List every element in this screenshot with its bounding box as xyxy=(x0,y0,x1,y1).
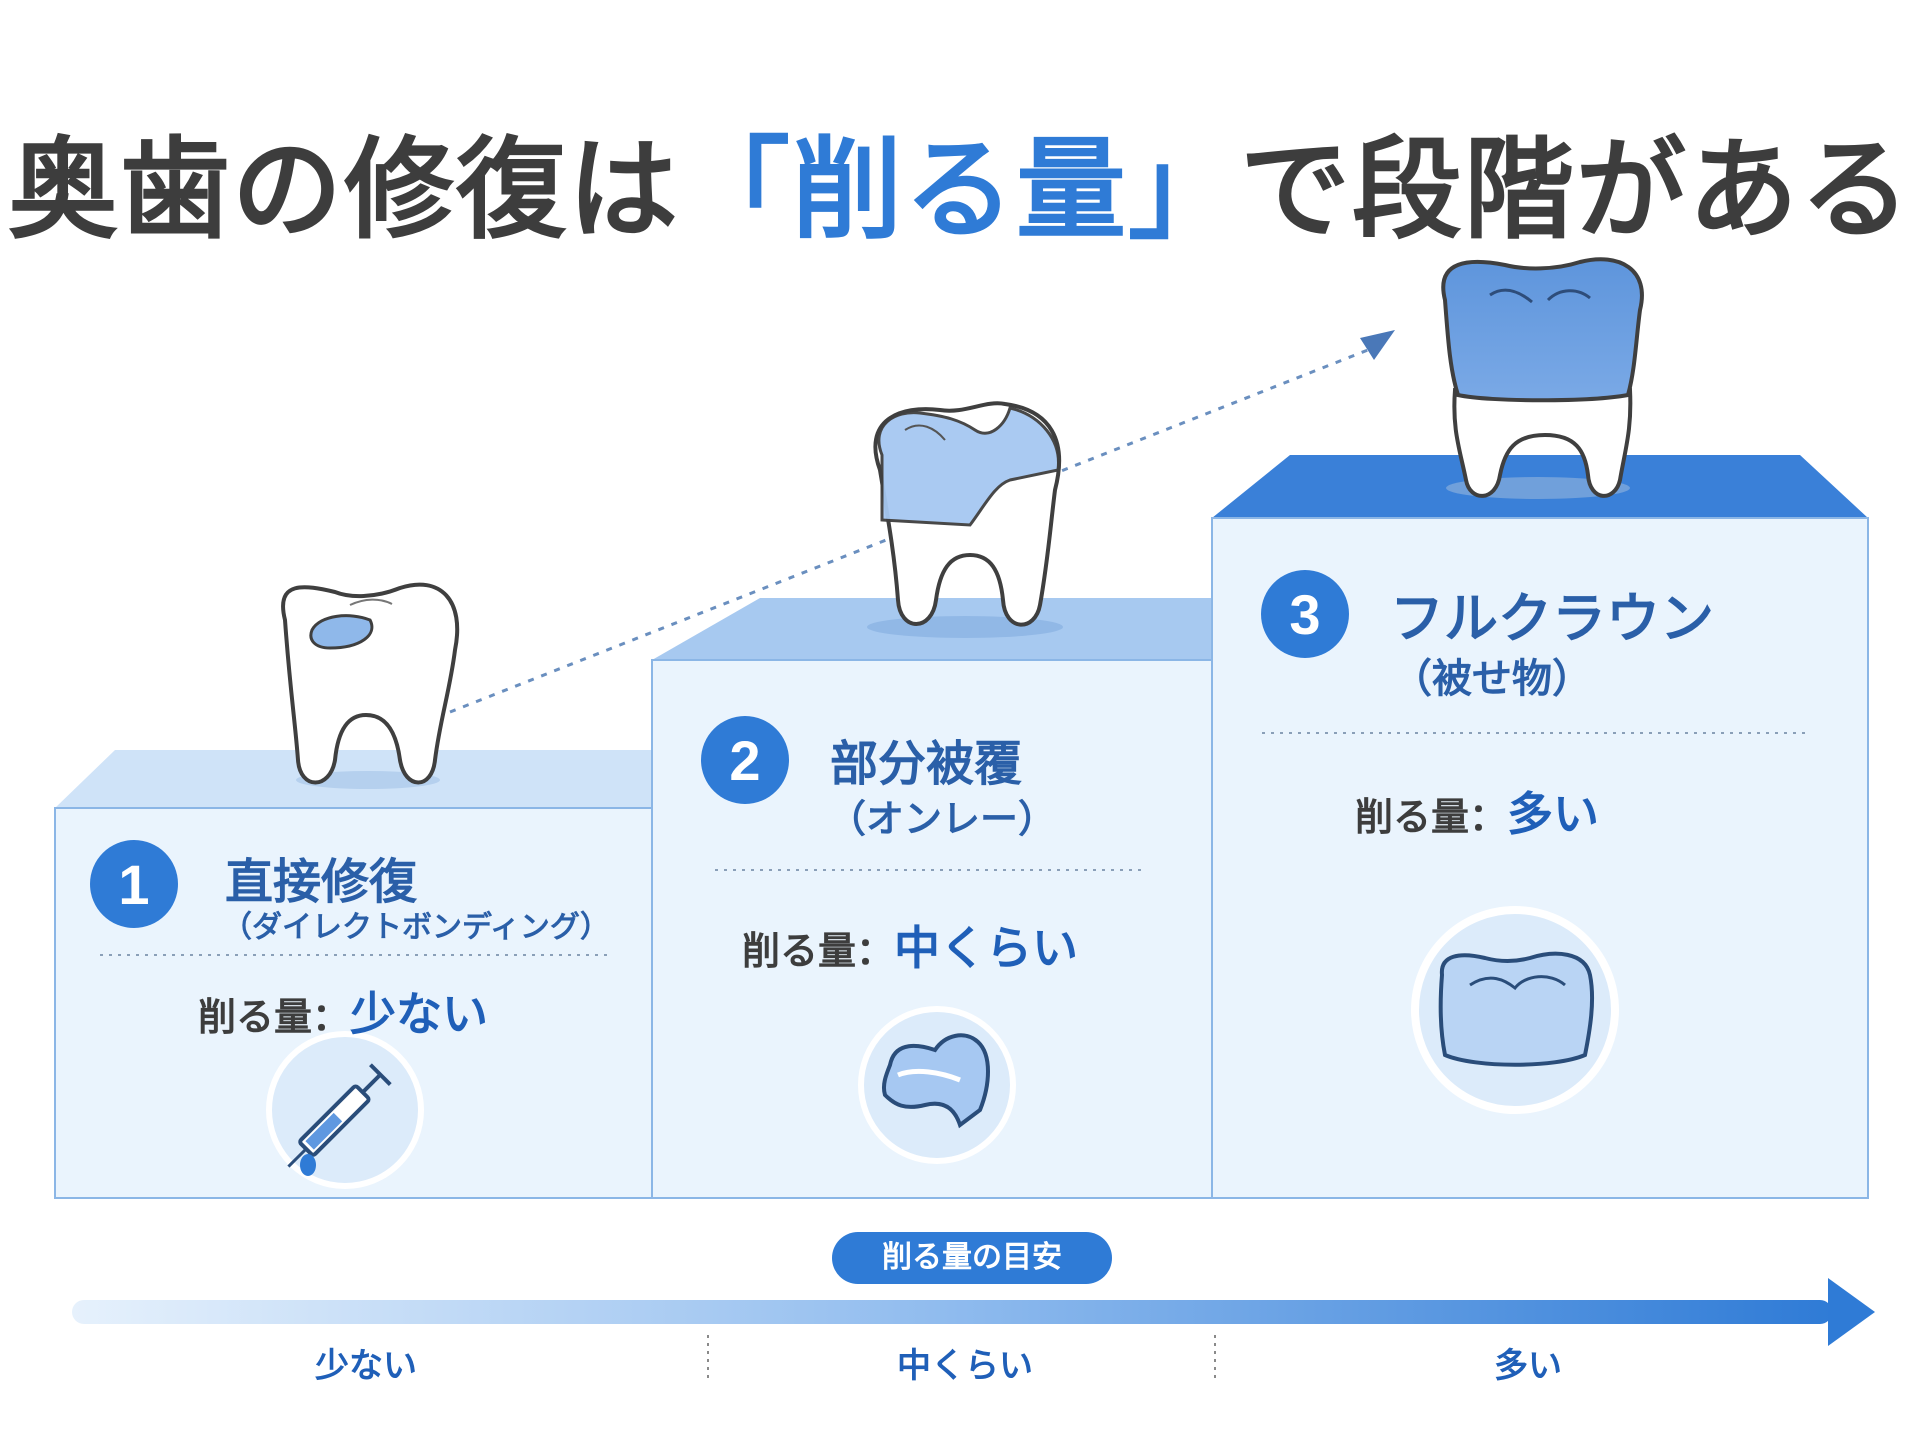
step-3-name: フルクラウン xyxy=(1390,587,1714,650)
step-1-name: 直接修復 xyxy=(225,854,418,910)
step-2-amount-label: 削る量： xyxy=(742,929,895,973)
step-3-amount-value: 多い xyxy=(1507,787,1600,841)
step-1-amount-label: 削る量： xyxy=(198,995,351,1039)
tooth-small-filling-icon xyxy=(281,582,460,789)
step-1-number: 1 xyxy=(118,853,149,916)
step-3-amount: 削る量：多い xyxy=(1355,778,1599,844)
title-highlight: 「削る量」 xyxy=(680,126,1240,254)
step-3-number: 3 xyxy=(1289,583,1320,646)
onlay-icon xyxy=(858,1006,1016,1164)
step-2-amount: 削る量：中くらい xyxy=(742,912,1078,978)
step-1-amount: 削る量：少ない xyxy=(198,978,488,1044)
scale-label-pill: 削る量の目安 xyxy=(832,1232,1112,1284)
step-2-number-badge: 2 xyxy=(701,716,789,804)
tooth-crown-icon xyxy=(1441,257,1644,499)
syringe-icon xyxy=(266,1031,424,1189)
scale-arrow xyxy=(72,1278,1875,1346)
title-suffix: で段階がある xyxy=(1240,126,1912,254)
crown-icon xyxy=(1411,906,1619,1114)
scale-tick-mid: 中くらい xyxy=(897,1346,1033,1386)
step-2-sub: （オンレー） xyxy=(828,797,1057,841)
step-3-amount-label: 削る量： xyxy=(1355,795,1508,839)
progress-arrow xyxy=(449,330,1395,714)
tooth-onlay-icon xyxy=(867,401,1063,638)
scale-tick-low: 少ない xyxy=(315,1346,417,1386)
step-3-number-badge: 3 xyxy=(1261,570,1349,658)
title-prefix: 奥歯の修復は xyxy=(8,126,680,254)
step-1-sub: （ダイレクトボンディング） xyxy=(222,910,610,945)
step-3-sub: （被せ物） xyxy=(1392,656,1592,702)
step-2-number: 2 xyxy=(729,729,760,792)
step-1-amount-value: 少ない xyxy=(350,987,489,1041)
step-2-amount-value: 中くらい xyxy=(894,921,1079,975)
page-title: 奥歯の修復は「削る量」で段階がある xyxy=(0,100,1920,260)
step-2-name: 部分被覆 xyxy=(830,736,1023,792)
step-1-number-badge: 1 xyxy=(90,840,178,928)
scale-tick-high: 多い xyxy=(1494,1346,1562,1386)
